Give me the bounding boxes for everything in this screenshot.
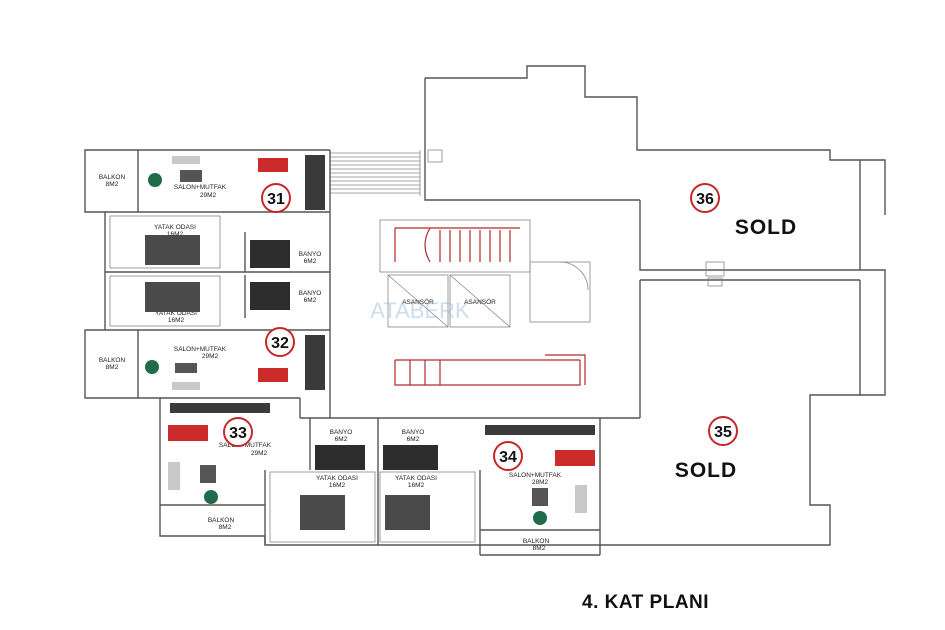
- unit-36-number-badge: [690, 183, 720, 213]
- unit-33-number-badge: [223, 417, 253, 447]
- unit-32-balkon-label: BALKON: [99, 357, 126, 364]
- unit-34-yatak-label: YATAK ODASI: [395, 475, 437, 482]
- elevator-2: [449, 274, 511, 328]
- unit-34-armchair: [533, 511, 547, 525]
- unit-33-salon-label: SALON+MUTFAK: [219, 442, 272, 449]
- unit-32-bath-fixtures: [250, 282, 290, 310]
- unit-36: 36 SOLD: [690, 183, 797, 239]
- unit-32-banyo-label: BANYO: [299, 290, 322, 297]
- unit-33-yatak-label: YATAK ODASI: [316, 475, 358, 482]
- unit-31-number-badge: [261, 183, 291, 213]
- unit-31-number: 31: [267, 191, 285, 208]
- unit-33-bath-fixtures: [315, 445, 365, 470]
- unit-32: BANYO 6M2 YATAK ODASI 16M2 SALON+MUTFAK …: [99, 271, 330, 398]
- unit-31-kitchen-counter: [305, 155, 325, 210]
- unit-32-dining-set: [258, 368, 288, 382]
- unit-34-banyo-label: BANYO: [402, 429, 425, 436]
- watermark: ATABERK: [370, 298, 470, 323]
- unit-34-coffee-table: [532, 488, 548, 506]
- elevator-1: [387, 274, 449, 328]
- unit-31-coffee-table: [180, 170, 202, 182]
- unit-33-coffee-table: [200, 465, 216, 483]
- unit-34-sofa: [575, 485, 587, 513]
- unit-33-dining-set: [168, 425, 208, 441]
- unit-34-dining-set: [555, 450, 595, 466]
- entry-stairs: [330, 150, 421, 196]
- unit-33-bed: [300, 495, 345, 530]
- unit-33-balkon-area: 8M2: [219, 524, 232, 531]
- unit-35: 35 SOLD: [675, 416, 738, 482]
- unit-32-salon-label: SALON+MUTFAK: [174, 346, 227, 353]
- unit-33-yatak-area: 16M2: [329, 482, 346, 489]
- unit-33-armchair: [204, 490, 218, 504]
- unit-32-yatak-label: YATAK ODASI: [155, 310, 197, 317]
- unit-32-sofa: [172, 382, 200, 390]
- unit-31-bath-fixtures: [250, 240, 290, 268]
- unit-32-yatak-area: 16M2: [168, 317, 185, 324]
- unit-32-bed: [145, 282, 200, 312]
- unit-35-sold-label: SOLD: [675, 459, 737, 482]
- unit-35-number-badge: [708, 416, 738, 446]
- unit-31-banyo-label: BANYO: [299, 251, 322, 258]
- unit-31-bed: [145, 235, 200, 265]
- building-walls: [84, 65, 886, 555]
- unit-31-balkon-label: BALKON: [99, 174, 126, 181]
- unit-34-number-badge: [493, 441, 523, 471]
- unit-33-balkon-label: BALKON: [208, 517, 235, 524]
- unit-32-kitchen-counter: [305, 335, 325, 390]
- unit-34-salon-area: 28M2: [532, 479, 549, 486]
- unit-34-number: 34: [499, 449, 517, 466]
- unit-31-sofa: [172, 156, 200, 164]
- unit-33-sofa: [168, 462, 180, 490]
- unit-32-number: 32: [271, 335, 289, 352]
- unit-34-balkon-label: BALKON: [523, 538, 550, 545]
- unit-34-salon-label: SALON+MUTFAK: [509, 472, 562, 479]
- unit-31-dining-set: [258, 158, 288, 172]
- elevator-2-label: ASANSÖR: [464, 298, 496, 306]
- unit-31-armchair: [148, 173, 162, 187]
- elevator-1-label: ASANSÖR: [402, 298, 434, 306]
- unit-31-yatak-area: 16M2: [167, 231, 184, 238]
- unit-33-banyo-label: BANYO: [330, 429, 353, 436]
- unit-33-kitchen-counter: [170, 403, 270, 413]
- unit-32-banyo-area: 6M2: [304, 297, 317, 304]
- unit-34-bed: [385, 495, 430, 530]
- unit-35-number: 35: [714, 424, 732, 441]
- unit-32-coffee-table: [175, 363, 197, 373]
- unit-31-yatak-label: YATAK ODASI: [154, 224, 196, 231]
- unit-31-balkon-area: 8M2: [106, 181, 119, 188]
- unit-33-banyo-area: 6M2: [335, 436, 348, 443]
- unit-31-banyo-area: 6M2: [304, 258, 317, 265]
- unit-34-kitchen-counter: [485, 425, 595, 435]
- unit-31-salon-area: 29M2: [200, 192, 217, 199]
- unit-31: BALKON 8M2 SALON+MUTFAK 29M2 YATAK ODASI…: [99, 150, 330, 273]
- unit-36-sold-label: SOLD: [735, 216, 797, 239]
- unit-32-armchair: [145, 360, 159, 374]
- unit-34: BANYO 6M2 YATAK ODASI 16M2 SALON+MUTFAK …: [377, 418, 600, 556]
- unit-34-balkon-area: 8M2: [533, 545, 546, 552]
- unit-34-banyo-area: 6M2: [407, 436, 420, 443]
- unit-33: SALON+MUTFAK 29M2 BANYO 6M2 YATAK ODASI …: [160, 403, 376, 545]
- unit-32-balkon-area: 8M2: [106, 364, 119, 371]
- unit-32-number-badge: [265, 327, 295, 357]
- unit-31-salon-label: SALON+MUTFAK: [174, 184, 227, 191]
- unit-32-salon-area: 29M2: [202, 353, 219, 360]
- plan-title: 4. KAT PLANI: [582, 592, 710, 613]
- unit-34-yatak-area: 16M2: [408, 482, 425, 489]
- unit-33-number: 33: [229, 425, 247, 442]
- unit-33-salon-area: 29M2: [251, 450, 268, 457]
- unit-34-bath-fixtures: [383, 445, 438, 470]
- unit-36-number: 36: [696, 191, 714, 208]
- building-core: ASANSÖR ASANSÖR ATABERK: [370, 219, 591, 386]
